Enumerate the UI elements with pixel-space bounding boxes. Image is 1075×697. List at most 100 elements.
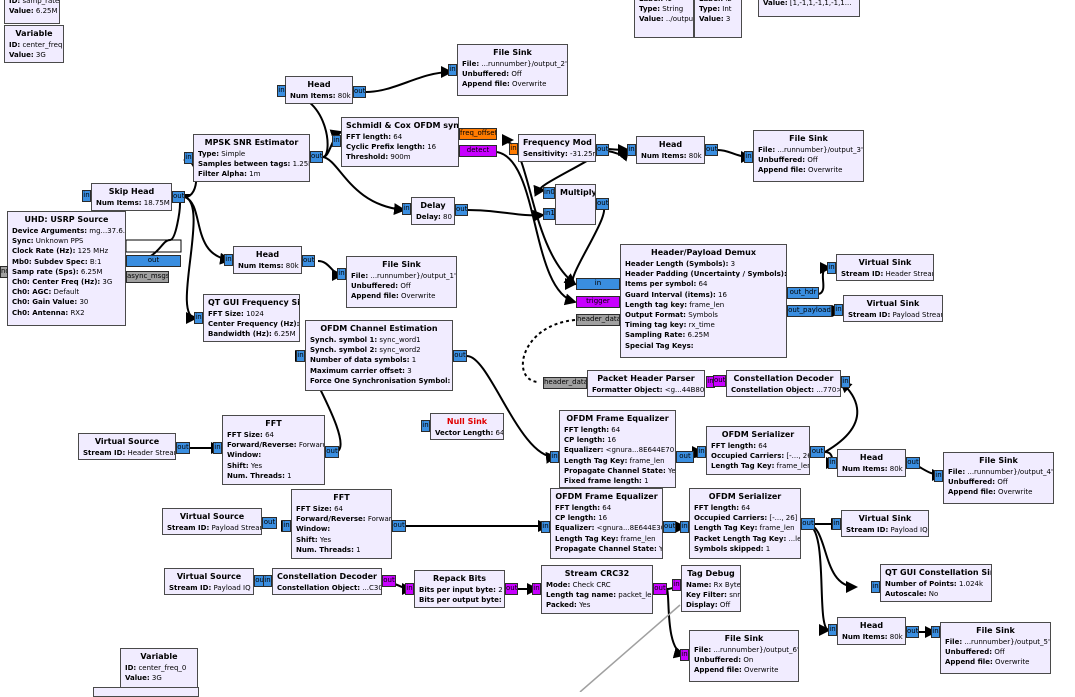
- port-in[interactable]: in: [834, 304, 843, 316]
- port-in[interactable]: in: [576, 278, 620, 290]
- port-in[interactable]: in: [627, 144, 636, 156]
- port-in[interactable]: in: [871, 581, 880, 593]
- qt-frequency-sink-block[interactable]: QT GUI Frequency SinkFFT Size: 1024Cente…: [203, 294, 300, 342]
- port-in[interactable]: in: [828, 624, 837, 636]
- port-async-msgs[interactable]: async_msgs: [126, 271, 169, 283]
- port-in[interactable]: in: [184, 152, 193, 164]
- port-in[interactable]: in: [680, 649, 689, 661]
- port-header-data[interactable]: header_data: [543, 377, 587, 389]
- port-out[interactable]: out: [176, 442, 190, 454]
- port-out[interactable]: out: [262, 517, 277, 529]
- port-in[interactable]: in: [509, 143, 518, 155]
- port-out[interactable]: out: [453, 350, 467, 362]
- port-in[interactable]: in: [934, 470, 943, 482]
- port-out-hdr[interactable]: out_hdr: [787, 287, 819, 299]
- port-in[interactable]: in: [448, 64, 457, 76]
- port-out[interactable]: out: [810, 446, 825, 458]
- port-in[interactable]: in: [194, 312, 203, 324]
- port-in[interactable]: in: [744, 151, 753, 163]
- port-out[interactable]: out: [596, 144, 609, 156]
- port-out[interactable]: out: [505, 583, 518, 595]
- port-freq-offset[interactable]: freq_offset: [459, 128, 497, 140]
- port-header-data[interactable]: header_data: [576, 314, 620, 326]
- port-out[interactable]: out: [801, 518, 815, 530]
- port-out[interactable]: out: [713, 375, 726, 387]
- port-in[interactable]: in: [213, 442, 222, 454]
- port-out[interactable]: out: [705, 144, 718, 156]
- port-in[interactable]: in: [405, 583, 414, 595]
- port-in0[interactable]: in0: [543, 187, 555, 199]
- port-out[interactable]: out: [310, 151, 323, 163]
- port-out[interactable]: out: [906, 626, 919, 638]
- port-in[interactable]: in: [827, 262, 836, 274]
- port-trigger[interactable]: trigger: [576, 296, 620, 308]
- port-in[interactable]: in: [931, 626, 940, 638]
- port-detect[interactable]: detect: [459, 145, 497, 157]
- schmidl-cox-block[interactable]: Schmidl & Cox OFDM synch.FFT length: 64C…: [341, 117, 459, 167]
- port-in[interactable]: in: [532, 583, 541, 595]
- port-in[interactable]: in: [263, 575, 272, 587]
- port-in[interactable]: in: [841, 376, 850, 388]
- port-in[interactable]: in: [224, 254, 233, 266]
- port-in[interactable]: in: [697, 446, 706, 458]
- variable-block[interactable]: Value: [1,-1,1,-1,1,-1,1...: [758, 0, 860, 17]
- port-in[interactable]: in: [402, 203, 411, 215]
- multiply-block[interactable]: Multiply: [555, 184, 596, 225]
- port-in[interactable]: in: [832, 518, 841, 530]
- port-out[interactable]: out: [126, 255, 181, 267]
- port-out[interactable]: out: [596, 198, 609, 210]
- port-in[interactable]: in: [541, 521, 550, 533]
- port-out[interactable]: out: [455, 204, 468, 216]
- port-in[interactable]: in: [337, 268, 346, 280]
- port-in[interactable]: in: [82, 190, 91, 202]
- port-in[interactable]: in: [828, 457, 837, 469]
- port-out[interactable]: out: [906, 457, 920, 469]
- port-in[interactable]: in: [550, 451, 559, 463]
- port-in[interactable]: in: [332, 135, 341, 147]
- port-in1[interactable]: in1: [543, 208, 555, 220]
- port-in[interactable]: in: [282, 520, 291, 532]
- port-out[interactable]: out: [325, 446, 339, 458]
- port-in[interactable]: in: [296, 350, 305, 362]
- port-out[interactable]: out: [676, 451, 694, 463]
- port-out[interactable]: out: [392, 520, 406, 532]
